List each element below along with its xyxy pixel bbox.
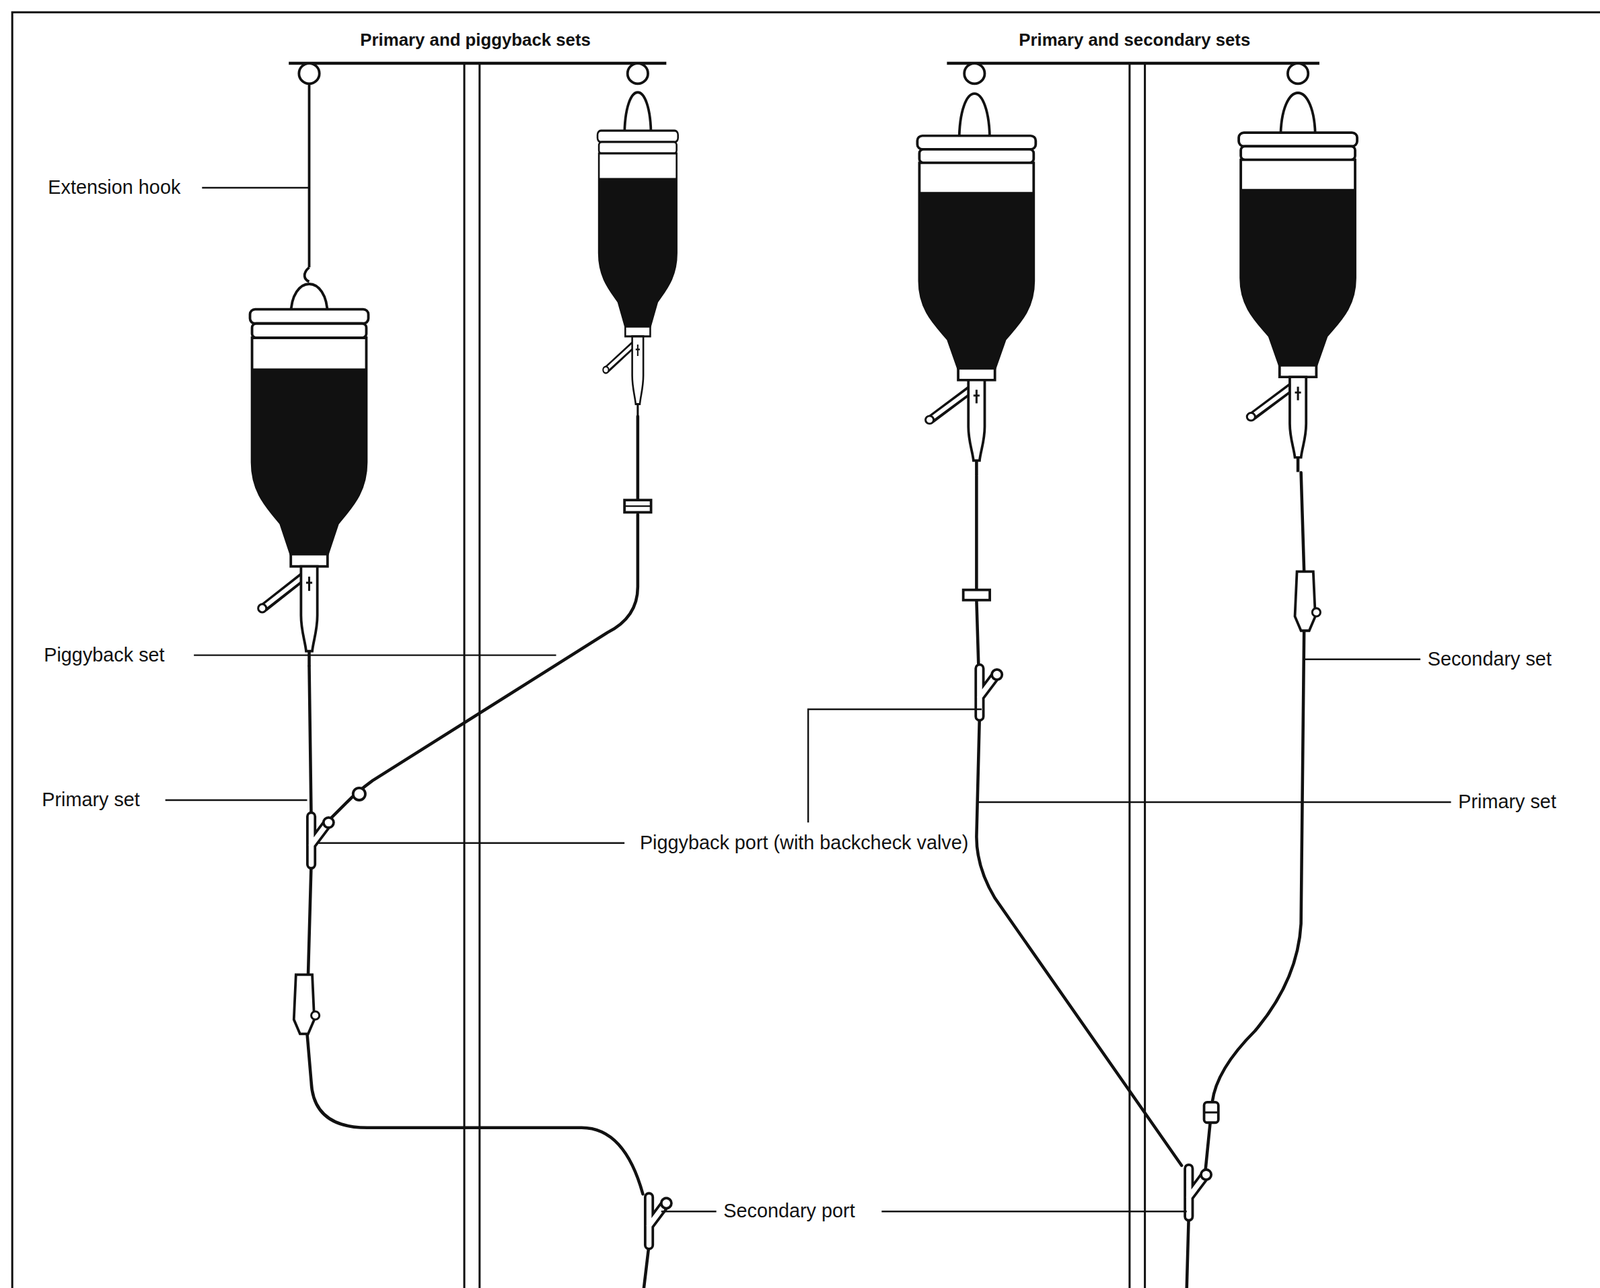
part-label: Secondary set [1424, 647, 1555, 672]
part-label: Piggyback set [41, 642, 169, 667]
part-label: Piggyback port (with backcheck valve) [636, 830, 972, 855]
panel-title: Primary and piggyback sets [357, 29, 595, 52]
part-label: Secondary port [720, 1198, 859, 1224]
panel-title: Primary and secondary sets [1015, 29, 1254, 52]
part-label: Primary set [1455, 789, 1560, 815]
part-label: Extension hook [45, 175, 184, 200]
part-label: Primary set [39, 787, 144, 813]
